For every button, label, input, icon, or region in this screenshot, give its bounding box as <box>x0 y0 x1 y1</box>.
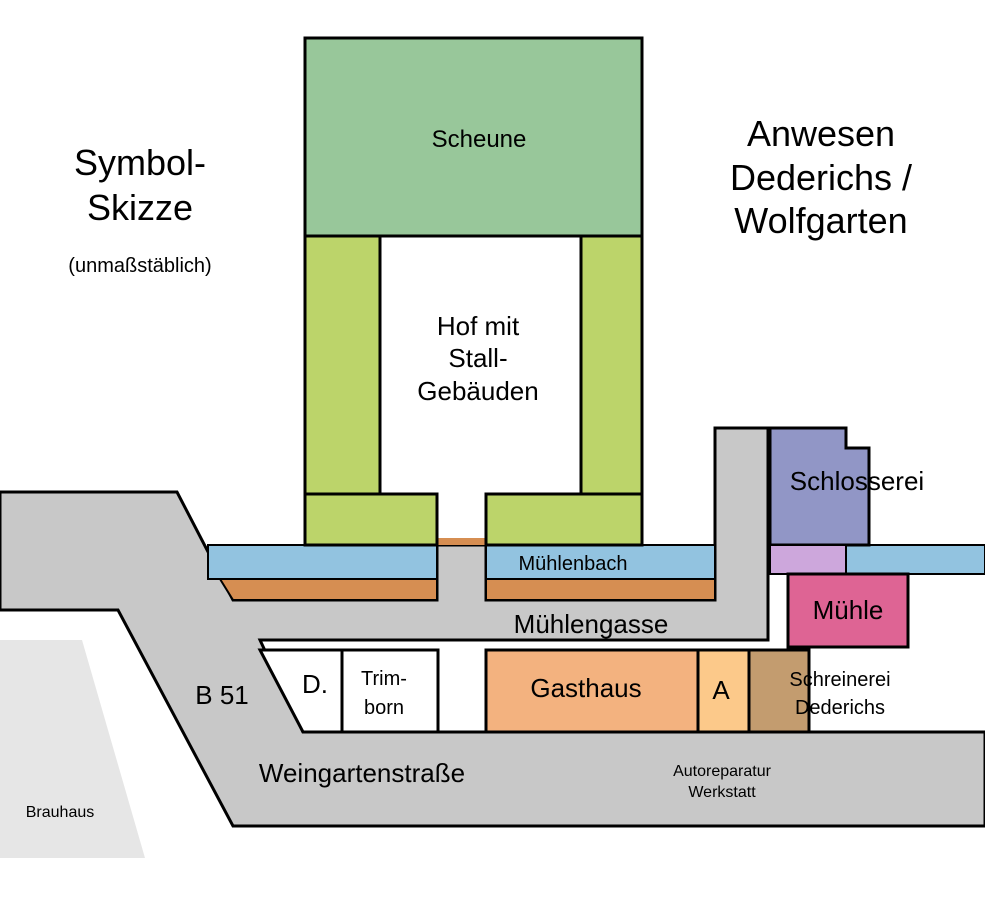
muehle-building <box>786 572 910 649</box>
map-heading-line-2: Dederichs / <box>730 157 912 198</box>
muehlenbach-stream-right <box>485 544 716 580</box>
brauhaus-label: Brauhaus <box>26 804 95 821</box>
schlosserei-annex <box>769 544 847 575</box>
schreinerei-label-line-2: Dederichs <box>795 697 885 719</box>
trimborn-label-line-2: born <box>364 697 404 719</box>
schreinerei-label-line-1: Schreinerei <box>789 669 890 691</box>
gasthaus-building <box>484 648 700 734</box>
schlosserei-label: Schlosserei <box>790 466 924 496</box>
muehlenbach-stream-left <box>207 544 438 580</box>
muehlenbach-label: Mühlenbach <box>519 553 628 575</box>
muehle-label: Mühle <box>813 595 884 625</box>
hof-label-line-3: Gebäuden <box>417 376 538 406</box>
muehlengasse-label: Mühlengasse <box>514 609 669 639</box>
hof-label-line-1: Hof mit <box>437 311 520 341</box>
map-subtitle: (unmaßstäblich) <box>68 255 211 277</box>
map-heading-line-3: Wolfgarten <box>734 200 907 241</box>
muehlenbach-bank-left <box>218 578 438 601</box>
a-building <box>696 648 751 734</box>
hof-label-line-2: Stall- <box>448 343 507 373</box>
trimborn-label-line-1: Trim- <box>361 668 407 690</box>
a-label: A <box>712 675 730 705</box>
autoreparatur-label-line-2: Werkstatt <box>688 784 756 801</box>
weingartenstrasse-label: Weingartenstraße <box>259 758 465 788</box>
stall-left <box>303 234 382 496</box>
muehlenbach-bridge <box>437 538 486 545</box>
schreinerei-building <box>747 648 811 734</box>
autoreparatur-label-line-1: Autoreparatur <box>673 763 772 780</box>
map-title-line-2: Skizze <box>87 187 193 228</box>
map-title-line-1: Symbol- <box>74 142 206 183</box>
d-label: D. <box>302 669 328 699</box>
gasthaus-label: Gasthaus <box>530 673 641 703</box>
stall-left-front <box>303 492 439 547</box>
muehlenbach-stream-east <box>845 544 985 575</box>
scheune-label: Scheune <box>432 126 527 153</box>
scheune-building <box>303 36 644 238</box>
muehlenbach-bank-right <box>485 578 716 601</box>
brauhaus-area <box>0 640 145 858</box>
stall-right-front <box>484 492 644 547</box>
b51-label: B 51 <box>195 680 249 710</box>
map-heading-line-1: Anwesen <box>747 113 895 154</box>
stall-right <box>579 234 644 496</box>
trimborn-building <box>340 648 440 734</box>
